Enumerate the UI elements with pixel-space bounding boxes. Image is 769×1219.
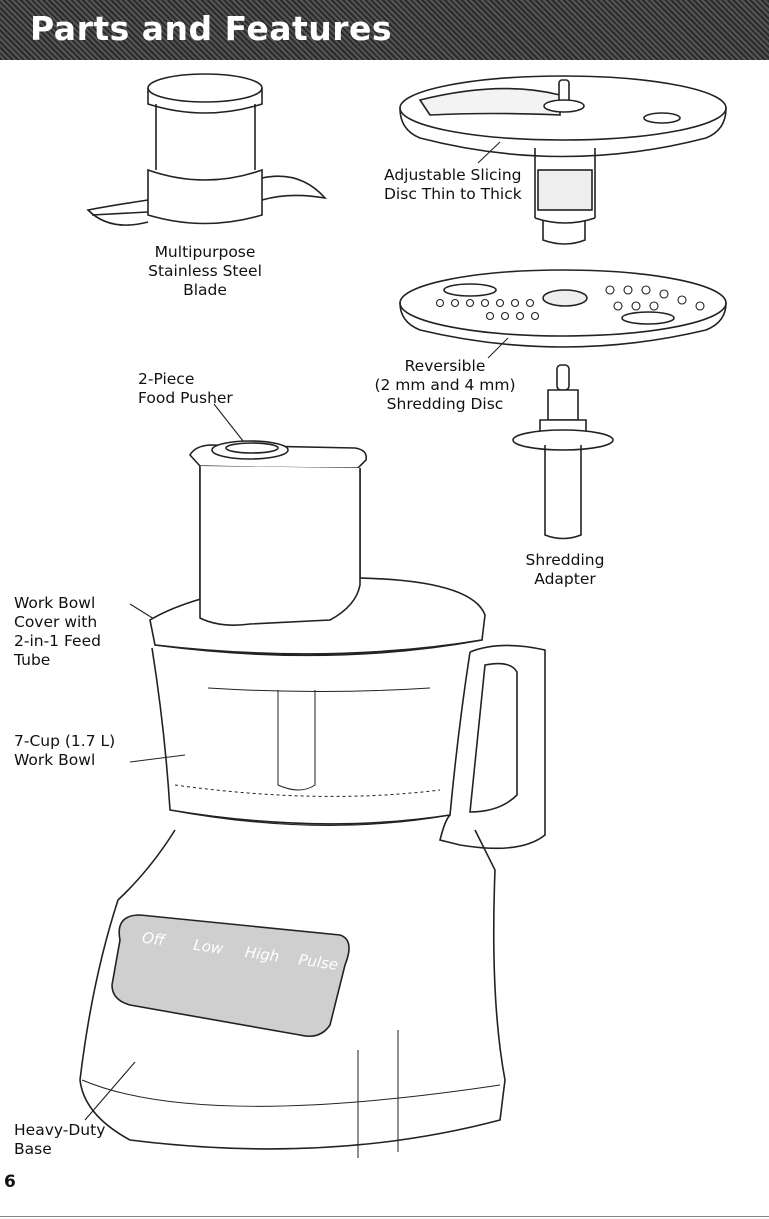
work-bowl-cover-icon — [150, 466, 485, 655]
slicing-disc-icon — [400, 76, 726, 244]
control-pulse-button[interactable]: Pulse — [297, 951, 339, 974]
page-bottom-divider — [0, 1216, 769, 1217]
label-shredding-disc: Reversible (2 mm and 4 mm) Shredding Dis… — [370, 357, 520, 414]
label-base: Heavy-Duty Base — [14, 1121, 105, 1159]
label-shredding-adapter: Shredding Adapter — [510, 551, 620, 589]
label-food-pusher: 2-Piece Food Pusher — [138, 370, 233, 408]
label-work-bowl: 7-Cup (1.7 L) Work Bowl — [14, 732, 115, 770]
work-bowl-icon — [152, 645, 545, 848]
shredding-disc-icon — [400, 270, 726, 347]
blade-icon — [88, 74, 325, 225]
shredding-adapter-icon — [513, 365, 613, 539]
control-high-button[interactable]: High — [244, 943, 281, 966]
base-icon — [80, 830, 505, 1158]
label-slicing-disc: Adjustable Slicing Disc Thin to Thick — [384, 166, 522, 204]
label-work-bowl-cover: Work Bowl Cover with 2-in-1 Feed Tube — [14, 594, 101, 670]
control-off-button[interactable]: Off — [141, 929, 166, 950]
label-blade: Multipurpose Stainless Steel Blade — [140, 243, 270, 300]
control-low-button[interactable]: Low — [192, 936, 224, 958]
page-number: 6 — [4, 1172, 16, 1192]
